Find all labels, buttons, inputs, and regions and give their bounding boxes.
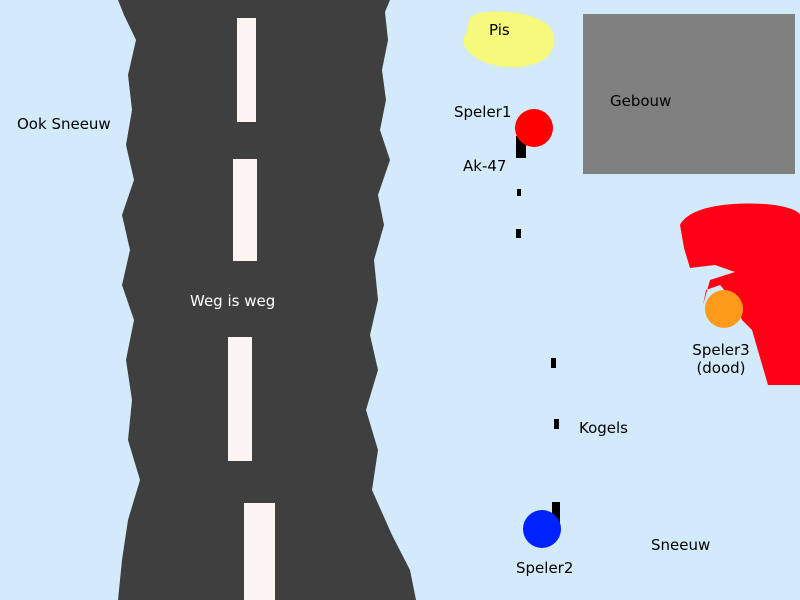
road-marking [244, 503, 275, 600]
ak47-gun [516, 136, 526, 158]
building [583, 14, 795, 174]
road-marking [233, 159, 257, 261]
bullet [516, 229, 521, 238]
player3-token[interactable] [705, 290, 743, 328]
bullet [517, 189, 521, 196]
pee-label: Pis [489, 21, 510, 39]
pee-puddle [463, 11, 555, 68]
player3-name: Speler3 [692, 341, 750, 359]
player3-label: Speler3 (dood) [686, 341, 756, 377]
road [118, 0, 416, 600]
player3-status: (dood) [696, 359, 746, 377]
road-label: Weg is weg [190, 292, 276, 310]
player1-token[interactable] [515, 109, 553, 147]
road-marking [228, 337, 252, 461]
road-marking [237, 18, 256, 122]
bullets-label: Kogels [579, 419, 628, 437]
building-label: Gebouw [610, 92, 672, 110]
player1-label: Speler1 [454, 103, 512, 121]
player2-token[interactable] [523, 510, 561, 548]
bullet [554, 419, 559, 429]
snow-right-label: Sneeuw [651, 536, 711, 554]
player2-label: Speler2 [516, 559, 574, 577]
gun-label: Ak-47 [463, 157, 507, 175]
blood-pool [680, 203, 800, 385]
bullet [551, 358, 556, 368]
snow-left-label: Ook Sneeuw [17, 115, 111, 133]
player2-gun [552, 502, 560, 526]
